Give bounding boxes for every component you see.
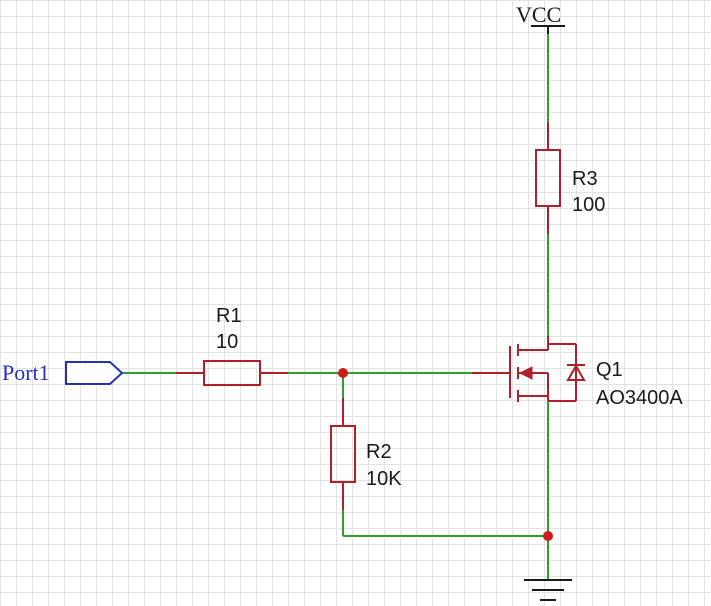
wires xyxy=(122,34,549,580)
r2-value: 10K xyxy=(366,468,402,490)
port-label: Port1 xyxy=(2,360,50,385)
junction-gate-node xyxy=(338,368,348,378)
r3-ref: R3 xyxy=(572,168,598,190)
r2-ref: R2 xyxy=(366,441,392,463)
resistor-r2: R2 10K xyxy=(330,398,402,510)
vcc-label: VCC xyxy=(516,2,561,27)
mosfet-q1: Q1 AO3400A xyxy=(472,336,683,409)
resistor-r1: R1 10 xyxy=(176,305,288,386)
vcc-symbol: VCC xyxy=(516,2,565,34)
q1-ref: Q1 xyxy=(596,359,623,381)
q1-value: AO3400A xyxy=(596,387,683,409)
r1-value: 10 xyxy=(216,331,238,353)
port1: Port1 xyxy=(2,360,124,385)
resistor-r3: R3 100 xyxy=(535,122,605,234)
port-shape xyxy=(65,361,124,385)
ground-symbol xyxy=(524,579,572,601)
r3-value: 100 xyxy=(572,194,605,216)
junction-ground-node xyxy=(543,531,553,541)
r1-ref: R1 xyxy=(216,305,242,327)
